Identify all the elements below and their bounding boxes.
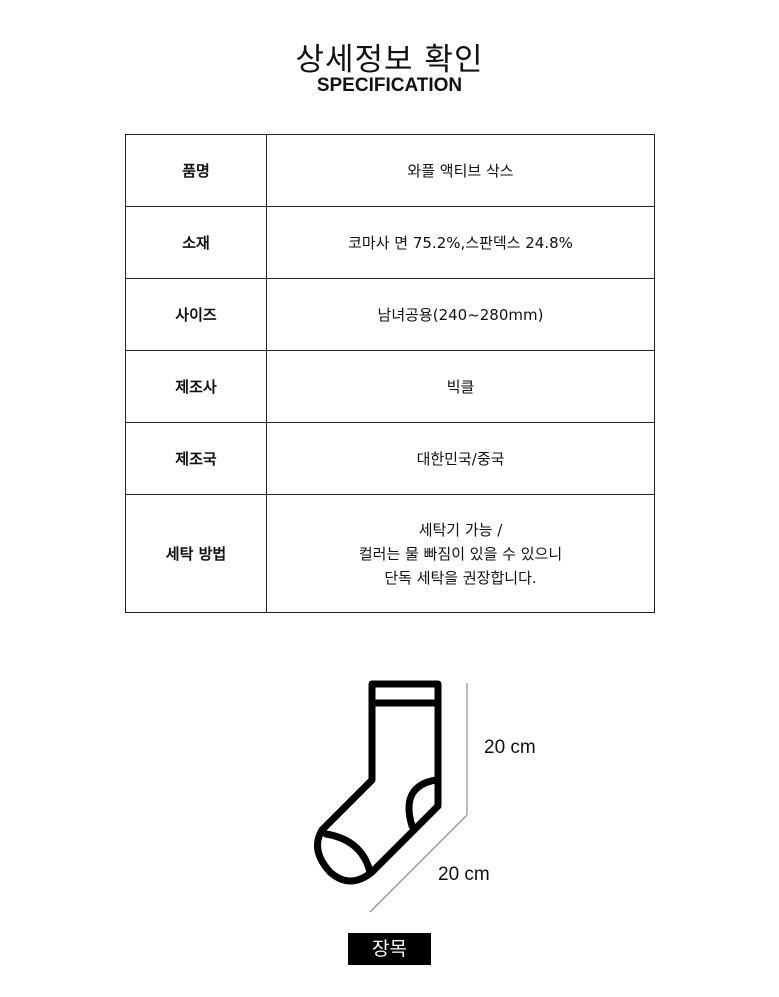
row-label: 제조사 xyxy=(125,350,267,423)
value-line: 와플 액티브 삭스 xyxy=(407,161,514,180)
sock-type-tag: 장목 xyxy=(348,933,431,965)
value-line: 대한민국/중국 xyxy=(416,449,505,468)
row-label: 세탁 방법 xyxy=(125,494,267,613)
table-row: 사이즈 남녀공용(240~280mm) xyxy=(125,278,655,351)
page-subtitle: SPECIFICATION xyxy=(316,75,463,96)
table-row: 제조국 대한민국/중국 xyxy=(125,422,655,495)
page-title: 상세정보 확인 xyxy=(295,42,484,78)
value-line: 세탁기 가능 / xyxy=(418,520,503,539)
length-label: 20 cm xyxy=(438,864,490,885)
row-value: 와플 액티브 삭스 xyxy=(266,134,655,207)
value-line: 남녀공용(240~280mm) xyxy=(377,305,544,324)
table-row: 세탁 방법 세탁기 가능 / 컬러는 물 빠짐이 있을 수 있으니 단독 세탁을… xyxy=(125,494,655,613)
value-line: 빅클 xyxy=(446,377,475,396)
row-value: 남녀공용(240~280mm) xyxy=(266,278,655,351)
row-label: 제조국 xyxy=(125,422,267,495)
value-line: 컬러는 물 빠짐이 있을 수 있으니 xyxy=(358,544,563,563)
table-row: 제조사 빅클 xyxy=(125,350,655,423)
row-value: 세탁기 가능 / 컬러는 물 빠짐이 있을 수 있으니 단독 세탁을 권장합니다… xyxy=(266,494,655,613)
row-label: 사이즈 xyxy=(125,278,267,351)
value-line: 코마사 면 75.2%,스판덱스 24.8% xyxy=(348,233,573,252)
value-line: 단독 세탁을 권장합니다. xyxy=(384,568,537,587)
dimension-lines xyxy=(369,683,468,913)
row-value: 코마사 면 75.2%,스판덱스 24.8% xyxy=(266,206,655,279)
height-label: 20 cm xyxy=(484,737,536,758)
